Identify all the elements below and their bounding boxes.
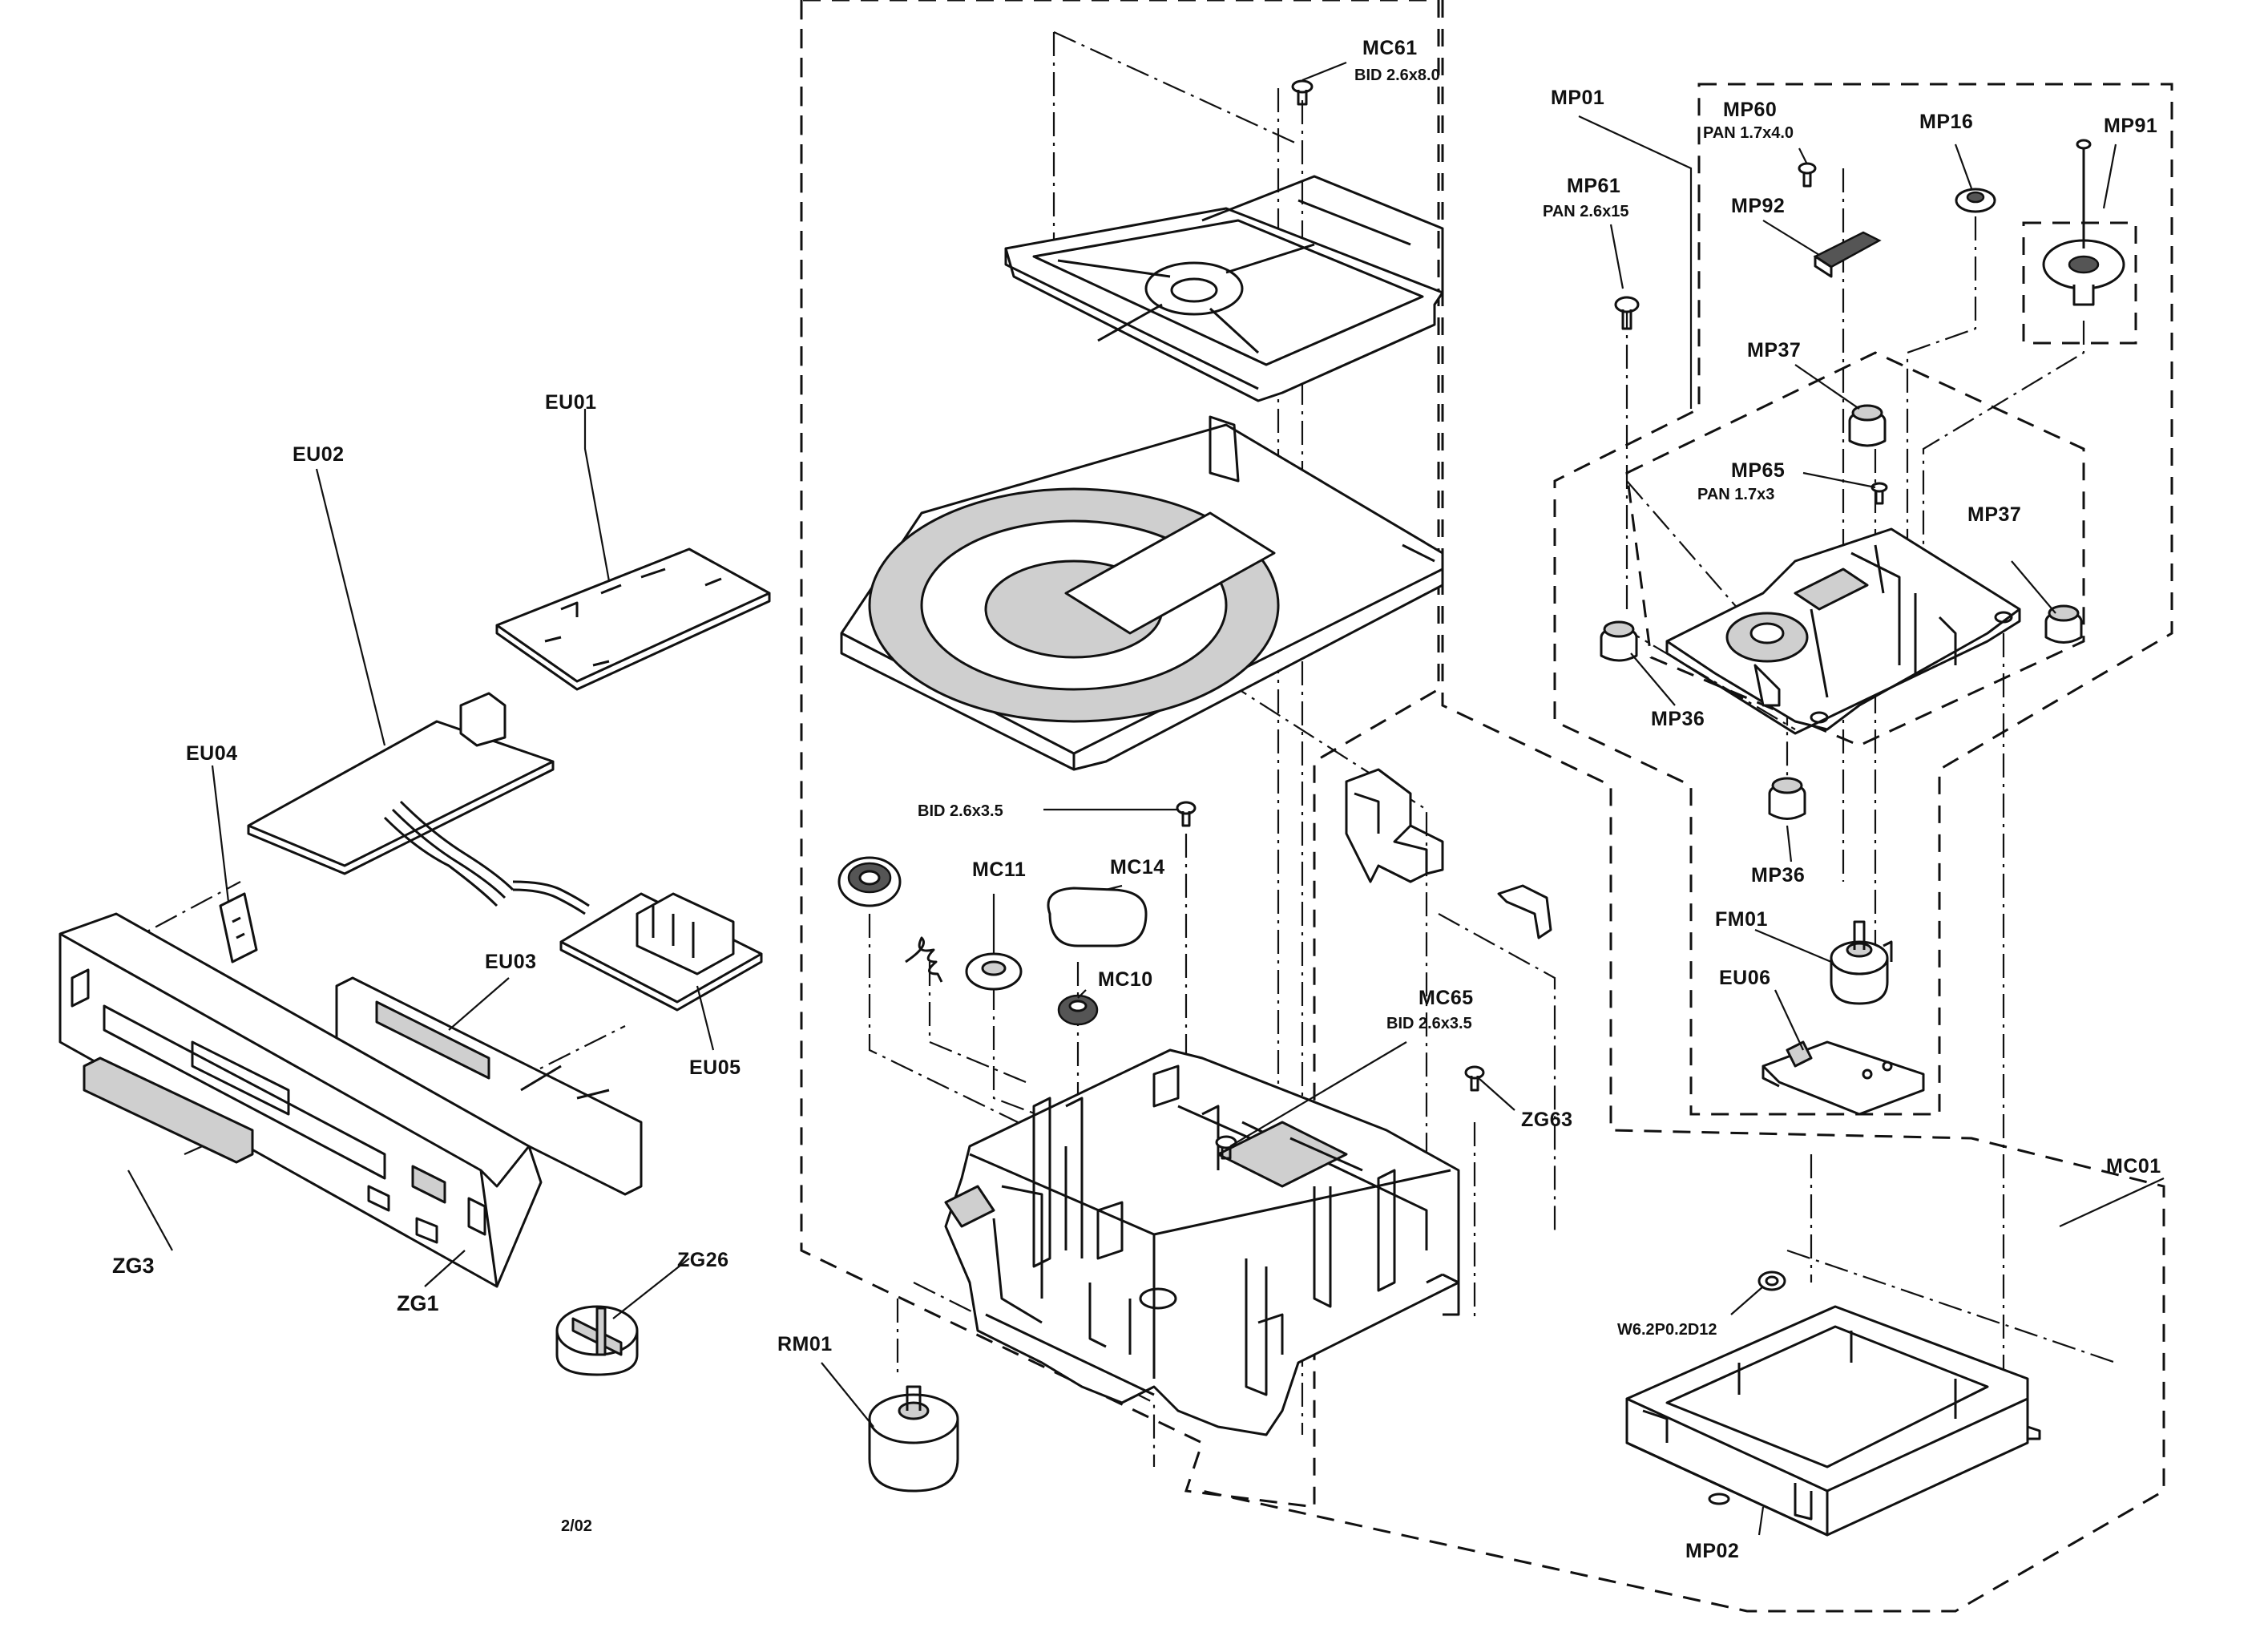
label-mp61-spec: PAN 2.6x15	[1543, 203, 1628, 220]
bracket-mp92-part	[1813, 231, 1882, 278]
label-mp01: MP01	[1551, 87, 1604, 109]
label-washer-spec: W6.2P0.2D12	[1617, 1321, 1717, 1339]
label-zg63: ZG63	[1521, 1109, 1573, 1131]
label-mc11: MC11	[972, 858, 1026, 881]
screw-mp60-part	[1798, 162, 1817, 188]
damper-mp37-top	[1848, 404, 1887, 447]
axis-line	[1786, 1249, 2117, 1364]
axis-line	[1053, 31, 1299, 145]
label-eu04: EU04	[186, 742, 238, 765]
knob-zg26-part	[555, 1305, 639, 1376]
label-zg26: ZG26	[677, 1249, 729, 1271]
label-eu06: EU06	[1719, 967, 1771, 989]
board-eu02-part	[247, 692, 555, 907]
gear-mp16-part	[1955, 188, 1996, 213]
label-eu01: EU01	[545, 391, 597, 414]
spindle-mp91-part	[2042, 139, 2125, 306]
disc-tray-part	[840, 415, 1444, 771]
label-zg1: ZG1	[397, 1291, 439, 1315]
label-mp37-top: MP37	[1747, 339, 1801, 362]
label-rm01: RM01	[777, 1333, 833, 1355]
label-mp02: MP02	[1685, 1540, 1739, 1562]
label-mp16: MP16	[1919, 111, 1973, 133]
frame-mp02-part	[1625, 1270, 2041, 1537]
pickup-inner-boundary	[1625, 351, 2085, 747]
label-mp60-spec: PAN 1.7x4.0	[1703, 124, 1794, 142]
label-eu02: EU02	[293, 443, 345, 466]
label-mc10: MC10	[1098, 968, 1153, 991]
pickup-base-part	[1665, 527, 2021, 735]
label-mp91: MP91	[2104, 115, 2157, 137]
mechanism-boundary	[800, 0, 1440, 1509]
loader-chassis-part	[944, 1048, 1460, 1436]
front-panel-zg1-part	[59, 912, 543, 1288]
label-date: 2/02	[561, 1517, 592, 1535]
label-mc61: MC61	[1362, 37, 1418, 59]
label-eu03: EU03	[485, 951, 537, 973]
screw-mc61	[1291, 79, 1314, 106]
board-eu04-part	[219, 892, 258, 963]
window-zg3-part	[83, 1056, 254, 1164]
screw-mp61-part	[1614, 296, 1640, 330]
axis-line	[992, 986, 1059, 1124]
label-mp65-spec: PAN 1.7x3	[1697, 486, 1774, 503]
axis-line	[1922, 321, 2085, 625]
label-mc65-spec: BID 2.6x3.5	[1386, 1015, 1472, 1032]
motor-rm01-part	[868, 1385, 959, 1493]
screw-mp65-part	[1870, 482, 1888, 505]
lever-arm-part	[1345, 768, 1444, 883]
board-eu01-part	[495, 547, 771, 691]
damper-mp37-right	[2044, 604, 2083, 644]
damper-mp36-upper	[1600, 620, 1638, 662]
label-mp36-lower: MP36	[1751, 864, 1805, 887]
clip-part	[1497, 884, 1552, 939]
axis-line	[928, 962, 1027, 1084]
label-zg3: ZG3	[112, 1254, 155, 1278]
label-mp60: MP60	[1723, 99, 1777, 121]
label-mp65: MP65	[1731, 459, 1785, 482]
screw-bid-part	[1176, 801, 1197, 827]
label-eu05: EU05	[689, 1056, 741, 1079]
damper-mp36-lower	[1768, 777, 1806, 820]
motor-fm01-part	[1830, 920, 1893, 1005]
belt-mc14-part	[1047, 887, 1148, 947]
mp91-boundary	[2022, 221, 2137, 345]
label-mp37-right: MP37	[1967, 503, 2021, 526]
gear-large-part	[837, 856, 902, 907]
pickup-boundary	[1553, 83, 2173, 1116]
label-mc61-spec: BID 2.6x8.0	[1354, 67, 1440, 84]
axis-line	[1438, 913, 1556, 1234]
label-fm01: FM01	[1715, 908, 1768, 931]
tray-cover-part	[1004, 175, 1444, 402]
spring-part	[905, 936, 943, 983]
label-mp36-upper: MP36	[1651, 708, 1705, 730]
pulley-mc10-part	[1057, 994, 1099, 1026]
gear-mc11-part	[965, 952, 1023, 991]
axis-line	[184, 1121, 257, 1156]
axis-line	[1906, 216, 1977, 609]
axis-line	[868, 914, 1019, 1123]
label-mc65: MC65	[1419, 987, 1474, 1009]
screw-zg63-part	[1464, 1065, 1485, 1092]
label-mc14: MC14	[1110, 856, 1165, 879]
axis-line	[1225, 681, 1428, 1299]
board-eu05-part	[512, 880, 763, 1012]
label-mc01: MC01	[2106, 1155, 2161, 1178]
label-bid-spec: BID 2.6x3.5	[918, 802, 1003, 820]
label-mp92: MP92	[1731, 195, 1785, 217]
board-eu06-part	[1762, 1040, 1925, 1116]
label-mp61: MP61	[1567, 175, 1620, 197]
